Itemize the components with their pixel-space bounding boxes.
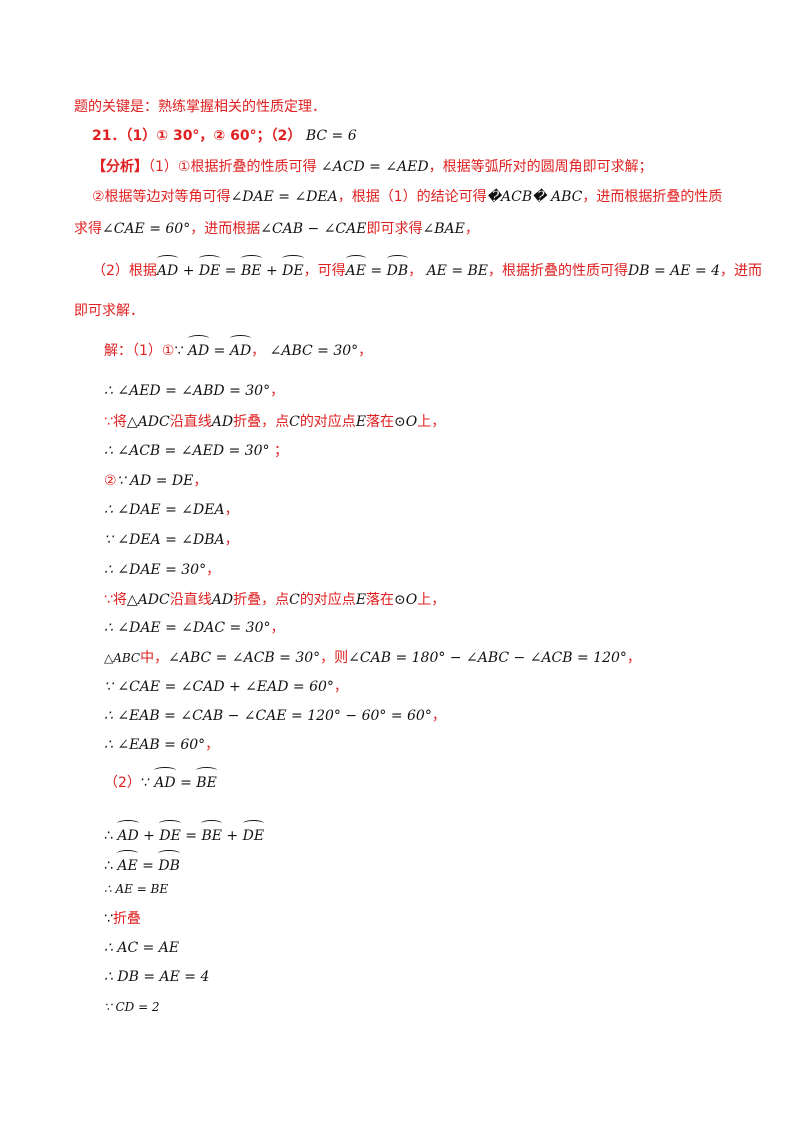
solution-line-20: ∴ AC = AE (104, 940, 180, 956)
analysis-line-1: 【分析】（1）①根据折叠的性质可得 ∠ACD = ∠AED，根据等弧所对的圆周角… (92, 159, 653, 175)
solution-line-1: 解：（1）①∵ AD = AD， ∠ABC = 30°， (104, 335, 372, 361)
solution-line-17: ∴ AE = DB (104, 850, 180, 876)
solution-line-7: ∵ ∠DEA = ∠DBA， (104, 532, 239, 548)
analysis-line-3: 求得∠CAE = 60°，进而根据∠CAB − ∠CAE即可求得∠BAE， (74, 221, 479, 237)
solution-line-14: ∴ ∠EAB = 60°， (104, 737, 220, 753)
solution-line-8: ∴ ∠DAE = 30°， (104, 562, 221, 578)
solution-line-15: （2）∵ AD = BE (104, 767, 217, 793)
solution-line-19: ∵折叠 (104, 911, 141, 927)
solution-line-13: ∴ ∠EAB = ∠CAB − ∠CAE = 120° − 60° = 60°， (104, 708, 446, 724)
solution-line-16: ∴ AD + DE = BE + DE (104, 820, 265, 846)
solution-line-4: ∴ ∠ACB = ∠AED = 30° ； (104, 443, 289, 459)
solution-line-6: ∴ ∠DAE = ∠DEA， (104, 502, 239, 518)
solution-line-18: ∴ AE = BE (104, 882, 169, 896)
analysis-line-2: ②根据等边对等角可得∠DAE = ∠DEA，根据（1）的结论可得�ACB� AB… (92, 189, 723, 205)
solution-line-22: ∵ CD = 2 (104, 1000, 160, 1014)
answer-21: 21．（1）① 30°，② 60°；（2） BC = 6 (92, 128, 357, 144)
solution-line-5: ②∵ AD = DE， (104, 473, 208, 489)
solution-line-3: ∵将△ADC沿直线AD折叠，点C的对应点E落在⊙O上， (104, 414, 446, 430)
solution-line-11: △ABC中，∠ABC = ∠ACB = 30°，则∠CAB = 180° − ∠… (104, 650, 641, 666)
solution-line-9: ∵将△ADC沿直线AD折叠，点C的对应点E落在⊙O上， (104, 592, 446, 608)
solution-line-12: ∵ ∠CAE = ∠CAD + ∠EAD = 60°， (104, 679, 348, 695)
analysis-line-5: 即可求解． (74, 303, 144, 319)
text-line-1: 题的关键是：熟练掌握相关的性质定理． (74, 99, 326, 115)
solution-line-10: ∴ ∠DAE = ∠DAC = 30°， (104, 620, 285, 636)
solution-line-2: ∴ ∠AED = ∠ABD = 30°， (104, 383, 285, 399)
analysis-line-4: （2）根据AD + DE = BE + DE，可得AE = DB， AE = B… (92, 255, 762, 281)
solution-line-21: ∴ DB = AE = 4 (104, 969, 210, 985)
